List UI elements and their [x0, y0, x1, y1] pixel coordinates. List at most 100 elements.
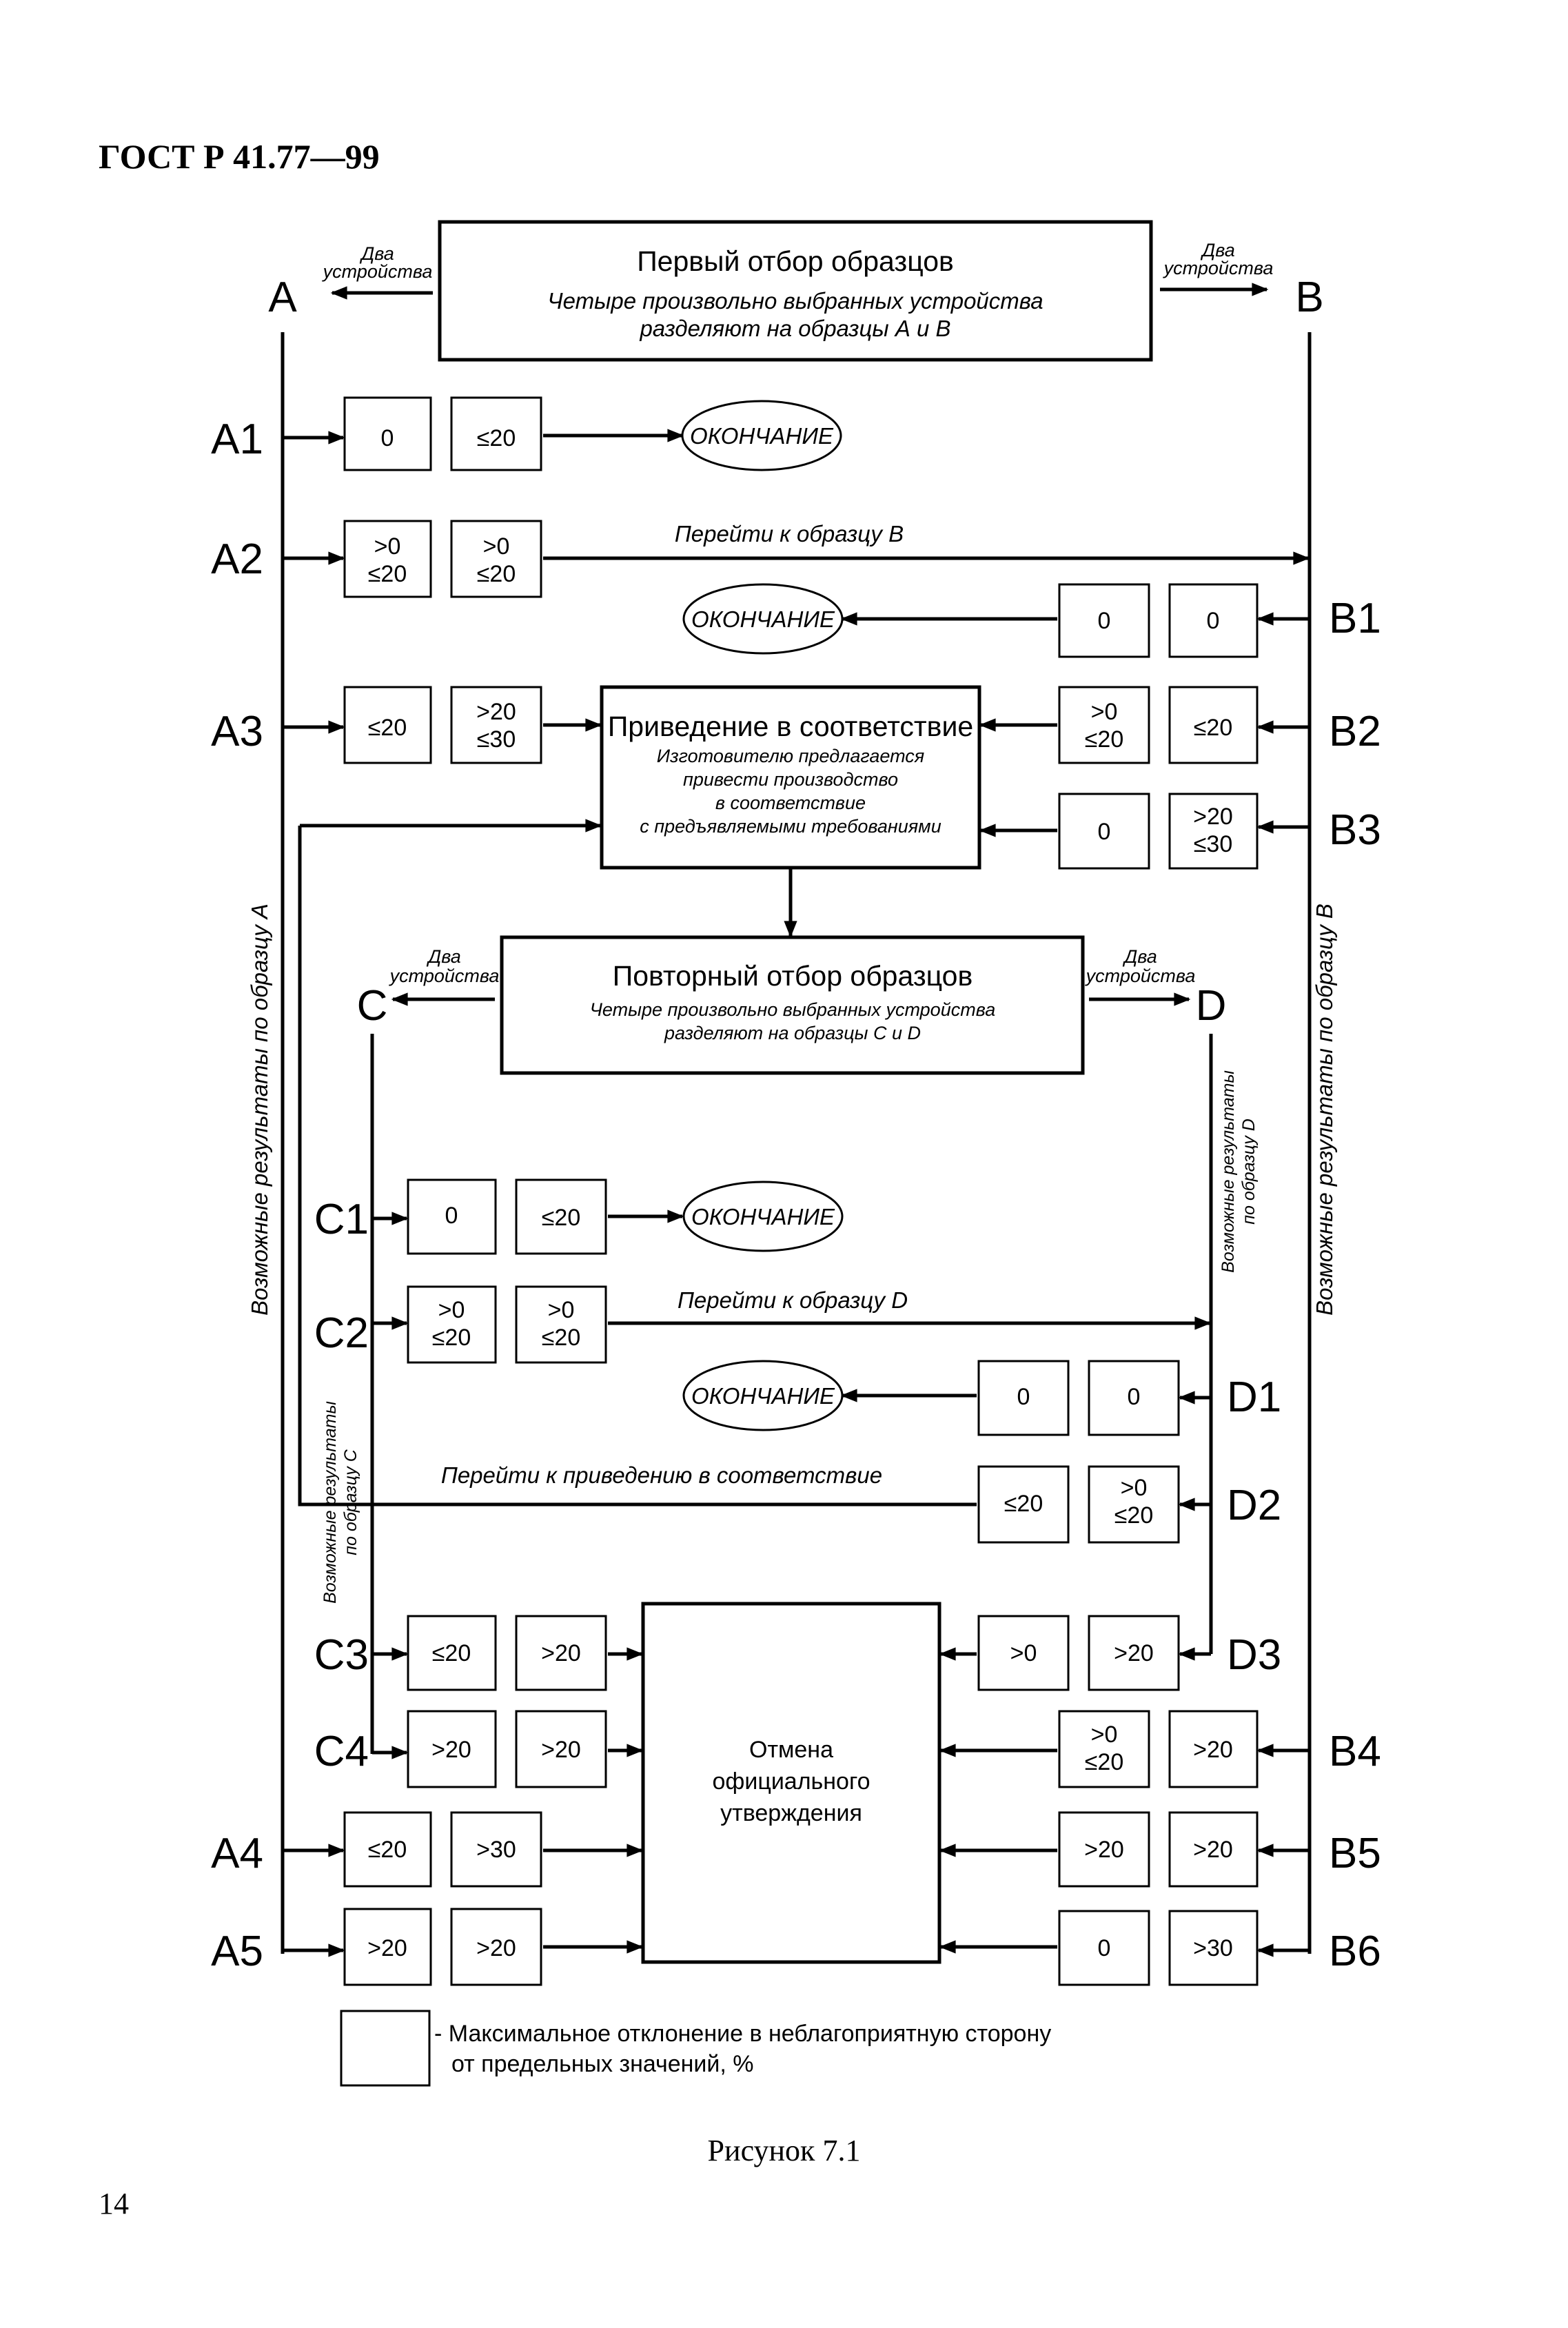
end-label-d1: ОКОНЧАНИЕ — [691, 1383, 835, 1409]
a2-value-2b: ≤20 — [477, 561, 516, 587]
end-oval-b1 — [682, 583, 844, 655]
side-label-b: Возможные результаты по образцу В — [1312, 903, 1337, 1316]
d1-cell-1 — [977, 1360, 1070, 1436]
row-c4-label: C4 — [314, 1728, 369, 1775]
a4-value-1: ≤20 — [368, 1837, 407, 1863]
d2-cell-2 — [1088, 1465, 1180, 1544]
withdrawal-line1: Отмена — [749, 1737, 833, 1763]
side-label-d-1: Возможные результаты — [1219, 1070, 1238, 1273]
b2-value-2: ≤20 — [1194, 715, 1232, 741]
a2-cell-2 — [450, 520, 542, 598]
d3-value-1: >0 — [1010, 1640, 1037, 1666]
b2-cell-2 — [1168, 686, 1259, 764]
d1-value-1: 0 — [1017, 1384, 1030, 1410]
first-sampling-title: Первый отбор образцов — [637, 245, 954, 277]
end-oval-c1 — [682, 1181, 844, 1252]
row-d2-label: D2 — [1227, 1482, 1281, 1529]
document-code: ГОСТ Р 41.77—99 — [99, 137, 380, 176]
c2-value-2a: >0 — [548, 1297, 575, 1323]
b3-value-2a: >20 — [1193, 804, 1233, 830]
conformity-line2: привести производство — [683, 769, 898, 790]
d2-cell-1 — [977, 1465, 1070, 1544]
a2-value-1b: ≤20 — [368, 561, 407, 587]
c4-value-1: >20 — [431, 1737, 471, 1763]
conformity-line3: в соответствие — [715, 793, 866, 813]
withdrawal-line3: утверждения — [720, 1800, 862, 1826]
row-a4-label: A4 — [211, 1830, 263, 1877]
resampling-line2: разделяют на образцы С и D — [664, 1023, 921, 1043]
two-devices-c-2: устройства — [389, 966, 500, 986]
a5-value-1: >20 — [367, 1935, 407, 1961]
first-sampling-line1: Четыре произвольно выбранных устройства — [547, 288, 1043, 314]
a5-cell-1 — [343, 1908, 432, 1986]
c2-value-1a: >0 — [438, 1297, 465, 1323]
two-devices-right-2: устройства — [1163, 258, 1274, 278]
conformity-box — [600, 685, 981, 870]
row-a3-label: A3 — [211, 708, 263, 755]
a4-cell-2 — [450, 1811, 542, 1888]
b1-value-2: 0 — [1207, 608, 1220, 634]
d1-cell-2 — [1088, 1360, 1180, 1436]
row-c1-label: C1 — [314, 1196, 369, 1243]
first-sampling-line2: разделяют на образцы А и В — [639, 316, 950, 341]
b6-value-1: 0 — [1098, 1935, 1111, 1961]
c3-cell-2 — [515, 1615, 607, 1691]
c1-value-1: 0 — [445, 1203, 458, 1229]
c1-value-2: ≤20 — [542, 1205, 580, 1231]
end-label-b1: ОКОНЧАНИЕ — [691, 606, 835, 632]
sample-a-label: A — [268, 274, 297, 321]
withdrawal-line2: официального — [712, 1768, 870, 1795]
row-d3-label: D3 — [1227, 1631, 1281, 1679]
withdrawal-box — [641, 1602, 941, 1964]
end-oval-d1 — [682, 1360, 844, 1431]
a4-value-2: >30 — [476, 1837, 516, 1863]
row-a2-label: A2 — [211, 535, 263, 583]
two-devices-left: Два — [359, 243, 394, 264]
c1-cell-1 — [407, 1178, 497, 1255]
end-label-a1: ОКОНЧАНИЕ — [690, 423, 834, 449]
b1-cell-1 — [1058, 583, 1150, 658]
c3-cell-1 — [407, 1615, 497, 1691]
a1-cell-1 — [343, 396, 432, 471]
sample-c-label: C — [357, 982, 388, 1030]
two-devices-d: Два — [1122, 946, 1157, 967]
legend-swatch — [340, 2010, 431, 2087]
two-devices-left-2: устройства — [322, 261, 433, 282]
resampling-title: Повторный отбор образцов — [613, 960, 973, 992]
row-b6-label: B6 — [1329, 1928, 1381, 1975]
row-b2-label: B2 — [1329, 708, 1381, 755]
a3-value-2b: ≤30 — [477, 726, 516, 753]
legend-line2: от предельных значений, % — [451, 2051, 754, 2077]
b3-value-2b: ≤30 — [1194, 831, 1232, 857]
a2-value-2a: >0 — [483, 533, 510, 560]
c2-value-1b: ≤20 — [432, 1325, 471, 1351]
b4-value-1a: >0 — [1091, 1722, 1118, 1748]
b4-value-2: >20 — [1193, 1737, 1233, 1763]
conformity-title: Приведение в соответствие — [608, 711, 973, 742]
row-a5-label: A5 — [211, 1928, 263, 1975]
b1-cell-2 — [1168, 583, 1259, 658]
c2-value-2b: ≤20 — [542, 1325, 580, 1351]
a3-cell-1 — [343, 686, 432, 764]
figure-caption: Рисунок 7.1 — [707, 2134, 861, 2167]
first-sampling-box — [438, 220, 1153, 362]
d1-value-2: 0 — [1128, 1384, 1141, 1410]
b4-cell-2 — [1168, 1710, 1259, 1788]
goto-sample-d: Перейти к образцу D — [678, 1287, 908, 1313]
conformity-line1: Изготовителю предлагается — [657, 746, 924, 766]
row-b3-label: B3 — [1329, 806, 1381, 854]
b6-cell-2 — [1168, 1910, 1259, 1986]
a5-cell-2 — [450, 1908, 542, 1986]
end-label-c1: ОКОНЧАНИЕ — [691, 1204, 835, 1229]
row-b4-label: B4 — [1329, 1728, 1381, 1775]
two-devices-right: Два — [1200, 240, 1235, 261]
d3-value-2: >20 — [1114, 1640, 1154, 1666]
d2-value-2a: >0 — [1121, 1475, 1148, 1501]
resampling-box — [500, 935, 1085, 1075]
b5-cell-2 — [1168, 1811, 1259, 1888]
d2-value-1: ≤20 — [1004, 1491, 1043, 1517]
a1-cell-2 — [450, 396, 542, 471]
a1-value-1: 0 — [381, 425, 394, 451]
legend-line1: - Максимальное отклонение в неблагоприят… — [434, 2021, 1051, 2047]
a4-cell-1 — [343, 1811, 432, 1888]
